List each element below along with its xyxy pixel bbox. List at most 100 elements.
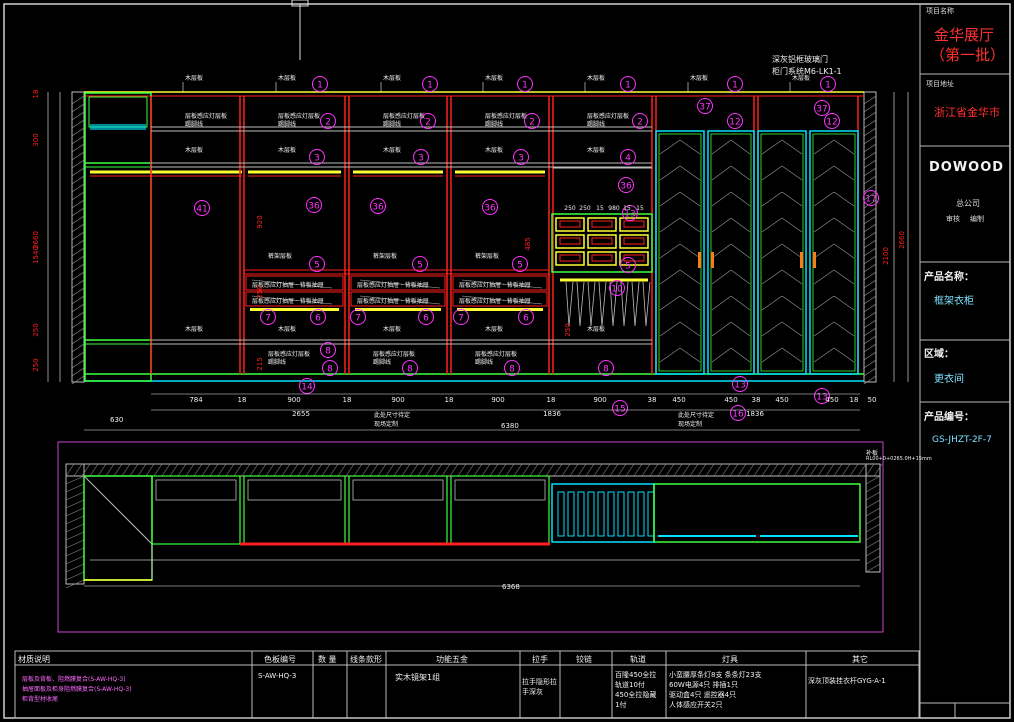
callout-circle: [482, 199, 498, 215]
plan-hatch-line: [65, 563, 85, 573]
hatch-line: [71, 183, 85, 193]
sheet-border: [3, 3, 1011, 719]
shoe-cell-inner: [591, 254, 613, 262]
callout-number: 8: [603, 365, 609, 375]
glass-pattern: [659, 217, 681, 233]
plan-hatch-line: [65, 463, 75, 477]
callout-circle: [412, 256, 428, 272]
glass-pattern: [781, 321, 803, 337]
shelf-label-skirting-low: 踢脚线: [475, 358, 493, 366]
shelf-label-lamp: 层板感应灯层板: [587, 112, 629, 120]
product-code-label: 产品编号：: [924, 412, 974, 423]
callout-number: 8: [407, 365, 413, 375]
glass-pattern: [711, 243, 732, 259]
company-sub-2: 编制: [970, 215, 984, 223]
inner-dim: 250: [256, 285, 264, 298]
height-dim-left: 1540: [32, 246, 40, 264]
plan-hatch-line: [65, 523, 85, 533]
callout-circle: [732, 376, 748, 392]
plan-hatch-line: [65, 555, 85, 565]
hanger-shape: [587, 281, 596, 327]
plan-hatch-line: [673, 463, 683, 477]
callout-circle: [814, 100, 830, 116]
plan-hatch-line: [65, 491, 85, 501]
note-below-1: 此处尺寸待定: [374, 412, 411, 419]
callout-number: 6: [423, 314, 429, 324]
callout-7: 7: [350, 309, 366, 325]
plan-hatch-line: [73, 463, 83, 477]
plan-hanger: [617, 491, 625, 537]
inner-dim: 250: [564, 205, 576, 212]
plan-hatch-line: [65, 539, 85, 549]
hatch-line: [71, 231, 85, 241]
callout-number: 4: [625, 154, 631, 164]
glass-pattern: [730, 191, 751, 207]
glass-pattern: [781, 347, 803, 363]
callout-circle: [518, 309, 534, 325]
callout-4: 4: [620, 149, 636, 165]
glass-pattern: [761, 165, 783, 181]
plan-corner-note-2: RL00+0+0265.0H+15mm: [866, 456, 932, 462]
shelf-label-top: 木层板: [383, 74, 401, 82]
plan-hatch-line: [161, 463, 171, 477]
plan-hatch-line: [865, 491, 881, 501]
callout-circle: [309, 256, 325, 272]
plan-hatch-line: [305, 463, 315, 477]
plan-hatch-line: [649, 463, 659, 477]
inner-dim: 215: [256, 357, 264, 370]
shoe-cell: [619, 234, 649, 249]
hatch-line: [71, 135, 85, 145]
plan-bay: [348, 475, 448, 545]
plan-hatch-line: [793, 463, 803, 477]
hatch-line: [71, 239, 85, 249]
glass-pattern: [833, 321, 855, 337]
hatch-line: [71, 151, 85, 161]
glass-door: [655, 130, 705, 375]
callout-circle: [598, 360, 614, 376]
hardware: 实木镜架1组: [395, 673, 441, 682]
plan-hatch-line: [865, 547, 881, 557]
callout-1: 1: [517, 76, 533, 92]
shelf-label-top: 木层板: [185, 74, 203, 82]
glass-pattern: [711, 191, 732, 207]
shelf-label-pants: 裤架层板: [268, 252, 292, 260]
plan-hatch-line: [457, 463, 467, 477]
shelf-label-low: 木层板: [485, 325, 503, 333]
height-dim-right: 2100: [882, 247, 890, 265]
hatch-line: [863, 135, 877, 145]
plan-hatch-line: [825, 463, 835, 477]
callout-number: 36: [372, 203, 384, 213]
plan-hatch-line: [65, 531, 85, 541]
callout-circle: [194, 200, 210, 216]
callout-circle: [370, 198, 386, 214]
hatch-line: [71, 175, 85, 185]
hatch-line: [71, 223, 85, 233]
plan-hatch-line: [89, 463, 99, 477]
callout-circle: [306, 197, 322, 213]
plan-hatch-line: [593, 463, 603, 477]
callout-15: 15: [612, 400, 628, 416]
plan-hatch-line: [473, 463, 483, 477]
shelf-label-mid: 木层板: [185, 146, 203, 154]
callout-5: 5: [412, 256, 428, 272]
company-sub-1: 审核: [946, 215, 960, 223]
plan-hanger: [627, 491, 635, 537]
callout-number: 3: [418, 154, 424, 164]
glass-pattern: [679, 269, 701, 285]
glass-pattern: [833, 191, 855, 207]
plan-hatch-line: [209, 463, 219, 477]
callout-circle: [322, 360, 338, 376]
glass-pattern: [833, 347, 855, 363]
hatch-line: [71, 263, 85, 273]
lighting-1: 小蛮腰厚条灯8支 条条灯23支: [669, 671, 762, 679]
plan-hatch-line: [801, 463, 811, 477]
plan-bay: [151, 475, 241, 545]
glass-pattern: [761, 191, 783, 207]
callout-number: 5: [517, 261, 523, 271]
hatch-line: [863, 303, 877, 313]
drawer-front: [350, 275, 446, 291]
shoe-cell: [555, 251, 585, 266]
callout-36: 36: [370, 198, 386, 214]
callout-number: 5: [314, 261, 320, 271]
shelf-label-mid: 木层板: [587, 146, 605, 154]
